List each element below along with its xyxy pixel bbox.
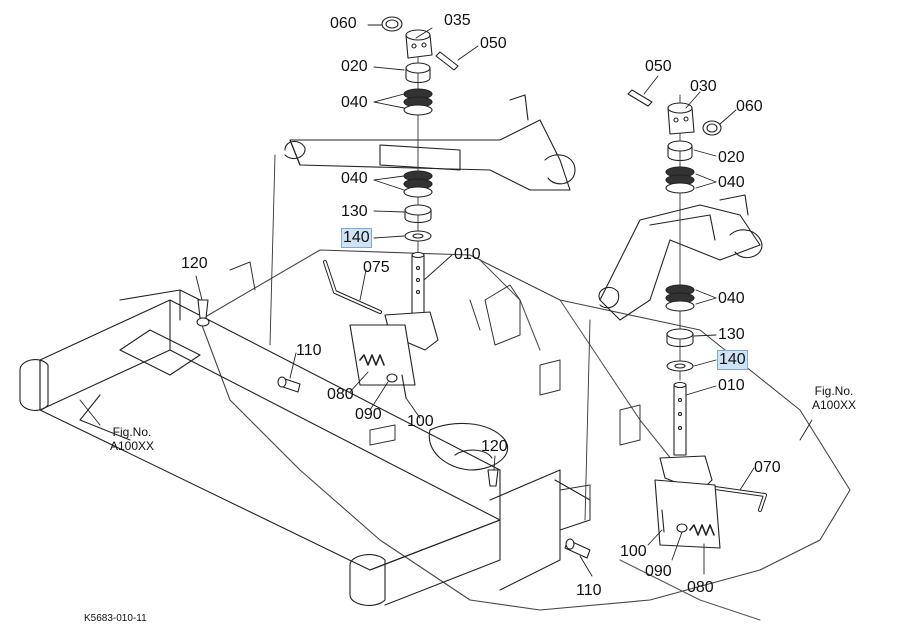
label-060-right: 060 (736, 98, 763, 115)
deck-plate (199, 249, 851, 621)
label-040-right-upper: 040 (718, 174, 745, 191)
fig-ref-right: Fig.No. A100XX (812, 384, 856, 412)
fig-ref-right-line2: A100XX (812, 398, 857, 412)
label-020-right: 020 (718, 149, 745, 166)
deck-details (229, 261, 641, 521)
label-050-left: 050 (480, 35, 507, 52)
right-lift-arm (598, 194, 763, 321)
label-100-right: 100 (620, 543, 647, 560)
fig-ref-right-line1: Fig.No. (814, 384, 854, 398)
label-130-right: 130 (718, 326, 745, 343)
leader-lines (79, 24, 813, 577)
label-020-left: 020 (341, 58, 368, 75)
label-040-left-lower: 040 (341, 170, 368, 187)
label-110-right: 110 (576, 582, 602, 599)
label-050-right: 050 (645, 58, 672, 75)
fig-ref-left-line2: A100XX (110, 439, 155, 453)
right-parts-stack (564, 89, 767, 559)
label-130-left: 130 (341, 203, 368, 220)
label-030: 030 (690, 78, 717, 95)
label-080-right: 080 (687, 579, 714, 596)
label-010-right: 010 (718, 377, 745, 394)
left-parts-stack (196, 16, 499, 487)
label-070: 070 (754, 459, 781, 476)
label-040-right-lower: 040 (718, 290, 745, 307)
label-060-left: 060 (330, 15, 357, 32)
label-120-middle: 120 (481, 438, 508, 455)
label-120-left: 120 (181, 255, 208, 272)
label-040-left-upper: 040 (341, 94, 368, 111)
label-140-left[interactable]: 140 (341, 228, 372, 248)
drawing-code: K5683-010-11 (84, 613, 147, 624)
label-075: 075 (363, 259, 390, 276)
label-090-left: 090 (355, 406, 382, 423)
fig-ref-left-line1: Fig.No. (112, 425, 152, 439)
left-lift-arm (284, 94, 576, 191)
label-090-right: 090 (645, 563, 672, 580)
fig-ref-left: Fig.No. A100XX (110, 425, 154, 453)
label-080-left: 080 (327, 386, 354, 403)
label-140-right[interactable]: 140 (717, 350, 748, 370)
label-100-left: 100 (407, 413, 434, 430)
label-010-left: 010 (454, 246, 481, 263)
label-035: 035 (444, 12, 471, 29)
label-110-left: 110 (296, 342, 322, 359)
